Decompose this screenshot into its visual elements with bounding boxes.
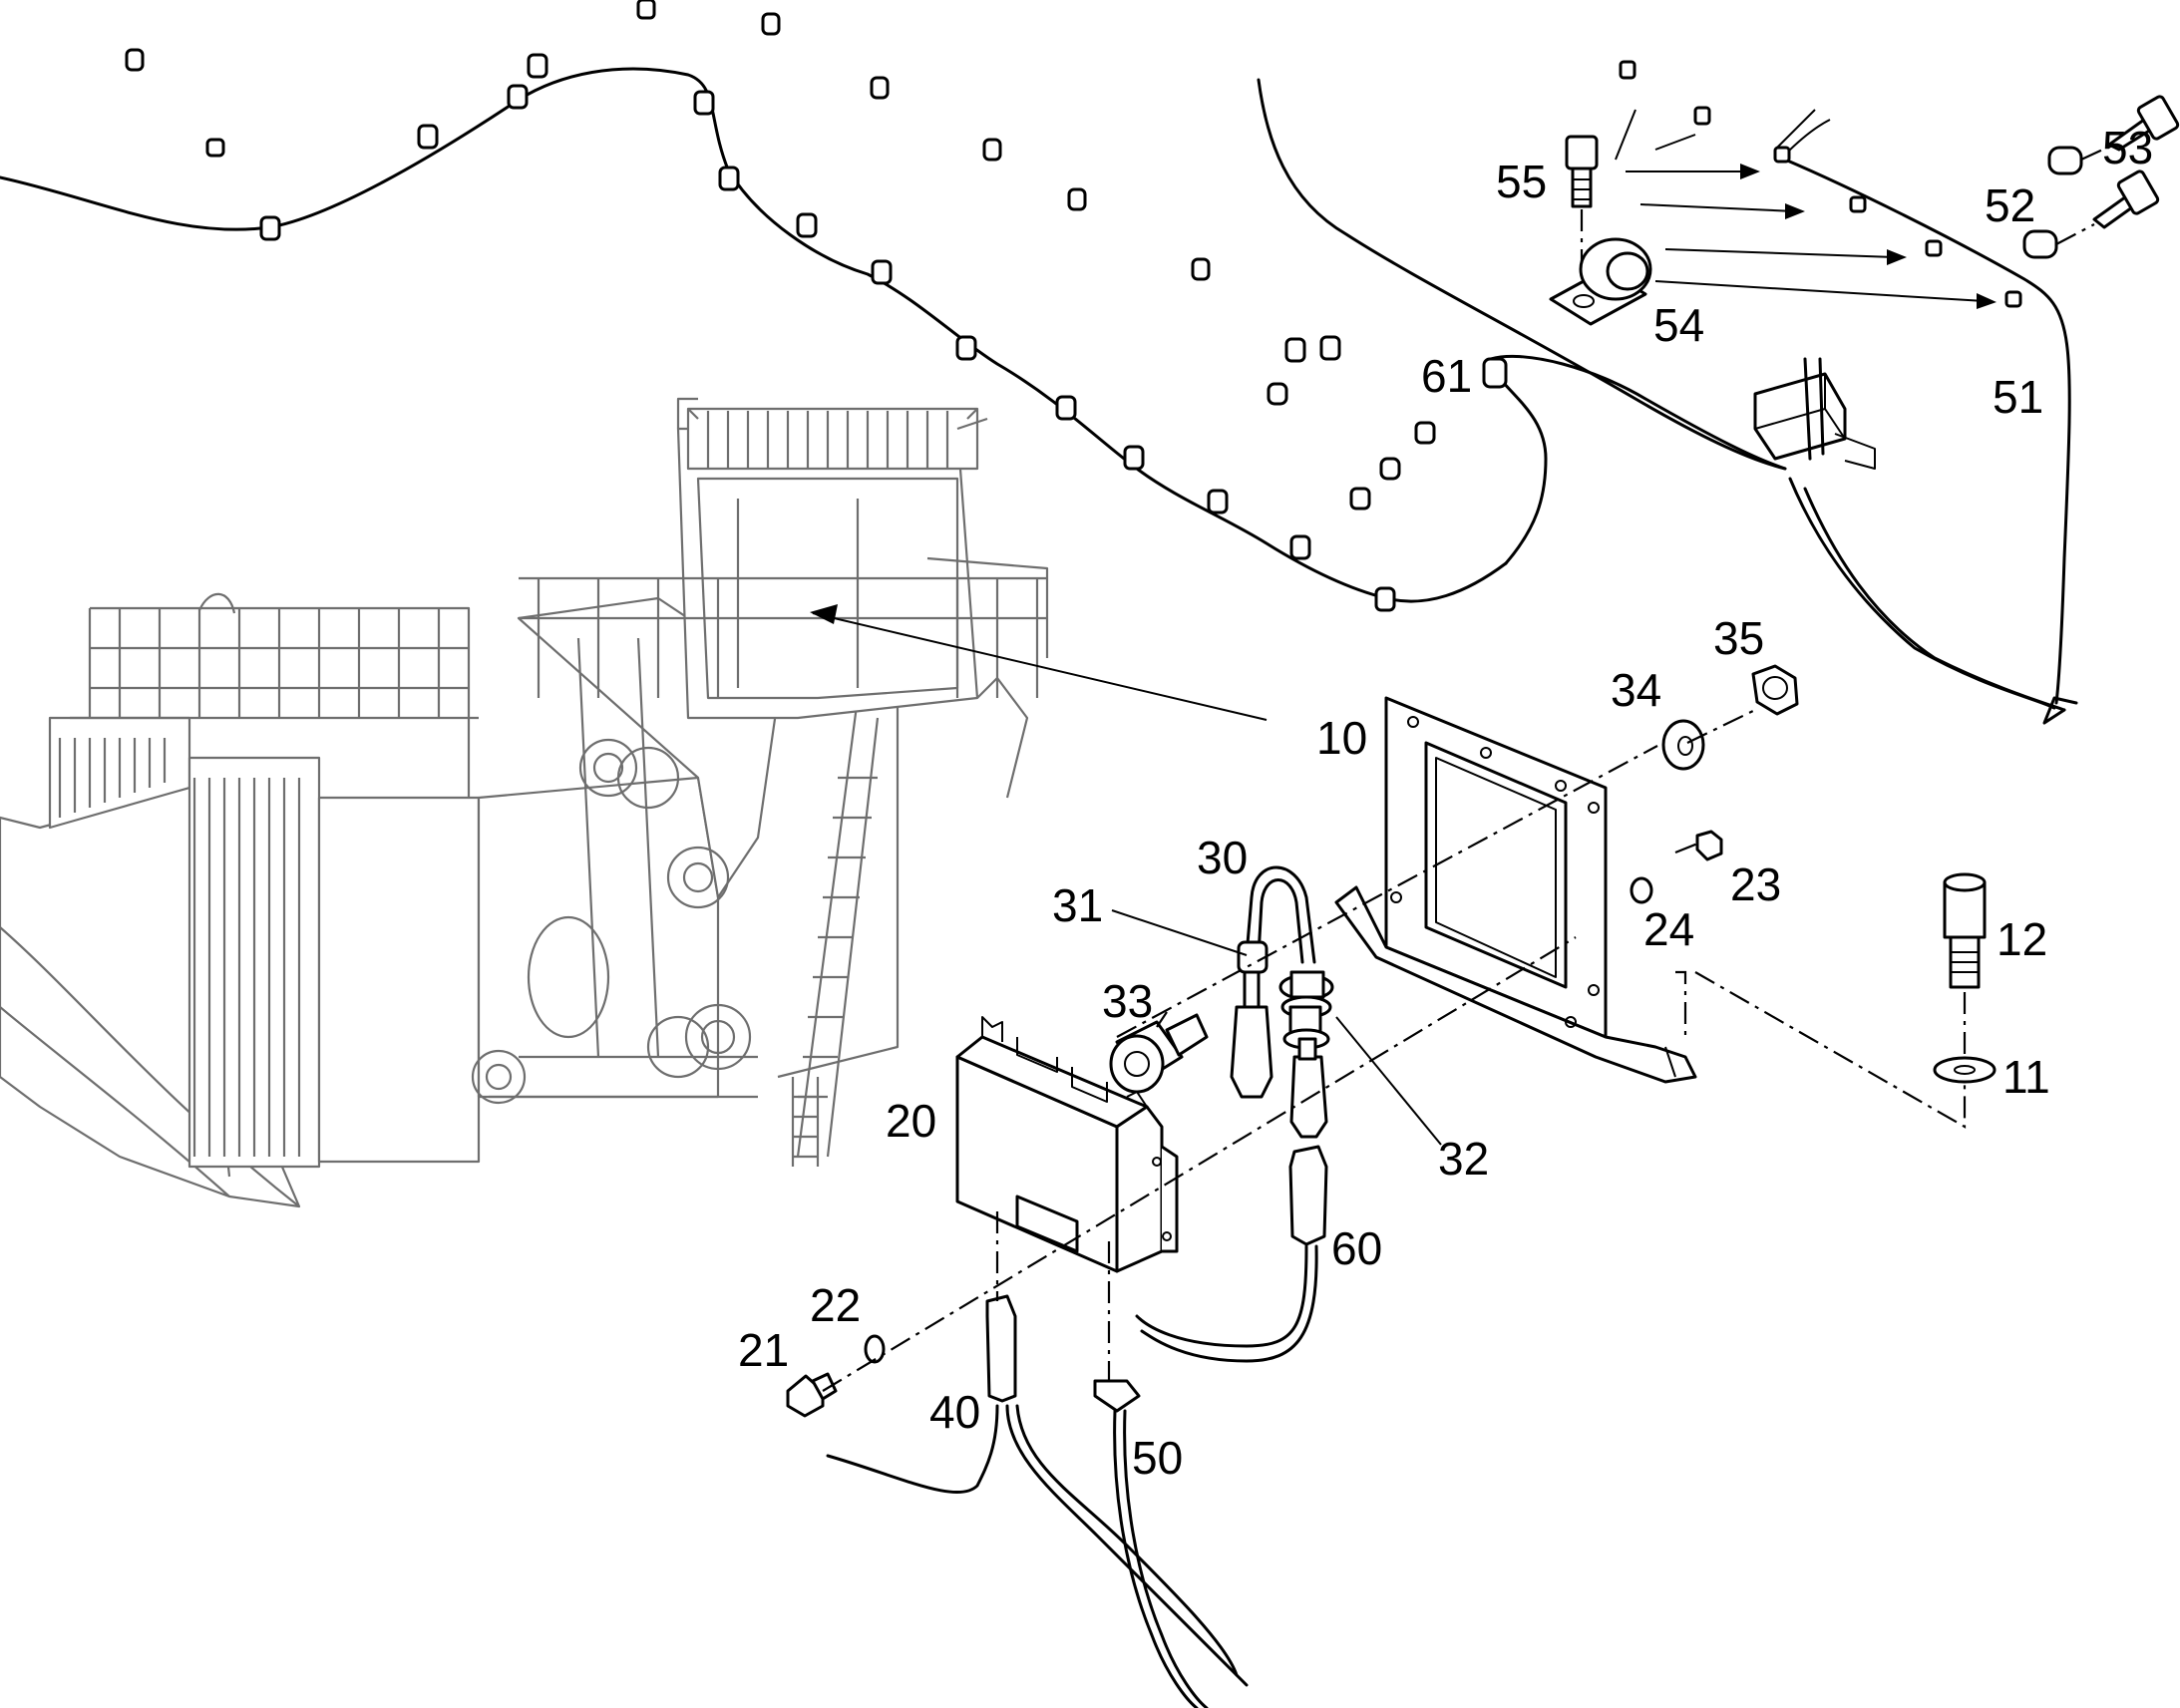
harness-clip-icon	[259, 53, 1396, 612]
washer-11-icon	[1933, 1056, 1997, 1084]
nut-35-icon	[1751, 664, 1799, 716]
callout-55: 55	[1496, 156, 1547, 207]
loose-clip-icon	[125, 0, 1436, 511]
cable-40	[826, 1294, 1249, 1687]
callout-60: 60	[1331, 1222, 1382, 1274]
callout-50: 50	[1132, 1432, 1183, 1484]
callout-labels: 10 11 12 20 21 22 23 24 30 31 32 33 34 3…	[738, 122, 2153, 1484]
callout-35: 35	[1713, 612, 1764, 664]
connector-cable-30	[1245, 865, 1316, 964]
callout-52: 52	[1985, 179, 2035, 231]
location-pointer-arrow	[810, 604, 1268, 721]
nut-23-icon	[1695, 830, 1723, 861]
grommet-61	[1482, 357, 1508, 389]
callout-54: 54	[1653, 299, 1704, 351]
bolt-53-icon	[2047, 95, 2180, 175]
callout-22: 22	[810, 1279, 861, 1331]
right-cable-run	[1257, 78, 2078, 725]
cable-50	[1093, 1379, 1209, 1708]
callout-23: 23	[1730, 858, 1781, 910]
callout-20: 20	[886, 1095, 936, 1147]
upper-cable-harness	[0, 0, 1548, 612]
callout-61: 61	[1421, 350, 1472, 402]
cable-60	[1135, 1145, 1328, 1363]
excavator-illustration	[0, 397, 1049, 1208]
connector-32-icon	[1278, 970, 1334, 1050]
callout-33: 33	[1102, 975, 1153, 1027]
screw-33-icon	[1109, 1013, 1209, 1094]
callout-30: 30	[1197, 832, 1248, 883]
assembly-arrows	[1626, 164, 1997, 309]
screw-12-icon	[1943, 872, 1987, 989]
screw-55-icon	[1565, 60, 1711, 208]
callout-leaders	[1111, 909, 1442, 1146]
callout-21: 21	[738, 1324, 789, 1376]
callout-12: 12	[1997, 913, 2047, 965]
callout-34: 34	[1611, 664, 1661, 716]
callout-53: 53	[2102, 122, 2153, 173]
clamp-54-icon	[1549, 237, 1652, 326]
washer-22-icon	[864, 1334, 886, 1364]
callout-24: 24	[1643, 903, 1694, 955]
bolt-52-icon	[2022, 170, 2160, 259]
callout-32: 32	[1438, 1133, 1489, 1185]
callout-11: 11	[2002, 1051, 2050, 1103]
screw-21-icon	[786, 1372, 838, 1418]
plug-left-icon	[1230, 970, 1273, 1099]
washer-34-icon	[1661, 719, 1705, 771]
junction-box	[1753, 357, 1876, 470]
callout-31: 31	[1052, 879, 1103, 931]
plug-right-icon	[1289, 1037, 1328, 1139]
callout-40: 40	[929, 1386, 980, 1438]
washer-24-icon	[1630, 876, 1653, 904]
ferrite-31-icon	[1237, 940, 1269, 974]
callout-51: 51	[1993, 371, 2043, 423]
assembly-center-lines	[822, 709, 1967, 1392]
callout-10: 10	[1316, 712, 1367, 764]
